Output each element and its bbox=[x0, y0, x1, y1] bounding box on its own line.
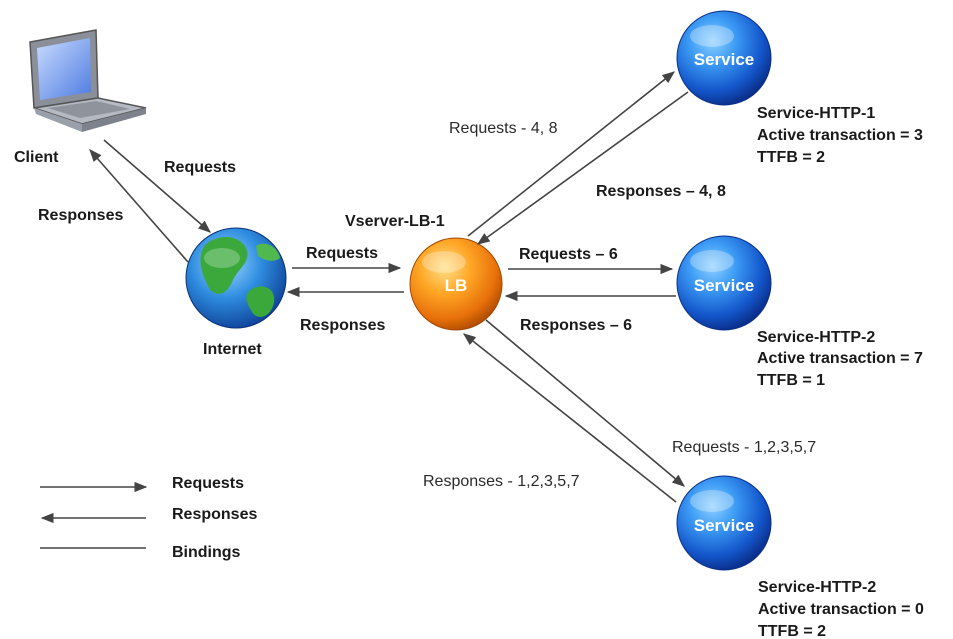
client-requests-arrow bbox=[103, 139, 211, 233]
legend-requests-label: Requests bbox=[172, 475, 244, 492]
legend: Requests Responses Bindings bbox=[40, 475, 257, 561]
internet-responses-label: Responses bbox=[300, 317, 385, 334]
lb-node: LB bbox=[409, 237, 503, 331]
service-2-name: Service-HTTP-2 bbox=[757, 329, 875, 346]
s1-requests-label: Requests - 4, 8 bbox=[449, 120, 558, 137]
s1-responses-arrow bbox=[476, 91, 689, 245]
service-2-label: Service bbox=[694, 276, 755, 295]
service-node-2: Service bbox=[676, 235, 772, 331]
laptop-icon bbox=[29, 29, 147, 132]
service-3-active: Active transaction = 0 bbox=[758, 601, 924, 618]
service-3-label: Service bbox=[694, 516, 755, 535]
client-requests-label: Requests bbox=[164, 159, 236, 176]
client-label: Client bbox=[14, 149, 59, 166]
lb-label: LB bbox=[445, 276, 468, 295]
service-1-ttfb: TTFB = 2 bbox=[757, 149, 825, 166]
internet-requests-label: Requests bbox=[306, 245, 378, 262]
s2-requests-label: Requests – 6 bbox=[519, 246, 618, 263]
s3-responses-label: Responses - 1,2,3,5,7 bbox=[423, 473, 580, 490]
client-responses-label: Responses bbox=[38, 207, 123, 224]
globe-icon bbox=[185, 227, 287, 329]
service-2-ttfb: TTFB = 1 bbox=[757, 372, 825, 389]
service-2-active: Active transaction = 7 bbox=[757, 350, 923, 367]
s3-requests-label: Requests - 1,2,3,5,7 bbox=[672, 439, 816, 456]
service-node-3: Service bbox=[676, 475, 772, 571]
service-1-active: Active transaction = 3 bbox=[757, 127, 923, 144]
service-node-1: Service bbox=[676, 10, 772, 106]
s2-responses-label: Responses – 6 bbox=[520, 317, 632, 334]
s1-requests-arrow bbox=[467, 71, 676, 237]
internet-label: Internet bbox=[203, 341, 262, 358]
s1-responses-label: Responses – 4, 8 bbox=[596, 183, 726, 200]
s3-requests-arrow bbox=[485, 319, 685, 487]
service-3-name: Service-HTTP-2 bbox=[758, 579, 876, 596]
service-3-ttfb: TTFB = 2 bbox=[758, 623, 826, 639]
legend-bindings-label: Bindings bbox=[172, 544, 241, 561]
service-1-name: Service-HTTP-1 bbox=[757, 105, 875, 122]
vserver-label: Vserver-LB-1 bbox=[345, 213, 445, 230]
s3-responses-arrow bbox=[462, 333, 677, 503]
client-responses-arrow bbox=[89, 149, 189, 263]
legend-responses-label: Responses bbox=[172, 506, 257, 523]
service-1-label: Service bbox=[694, 50, 755, 69]
